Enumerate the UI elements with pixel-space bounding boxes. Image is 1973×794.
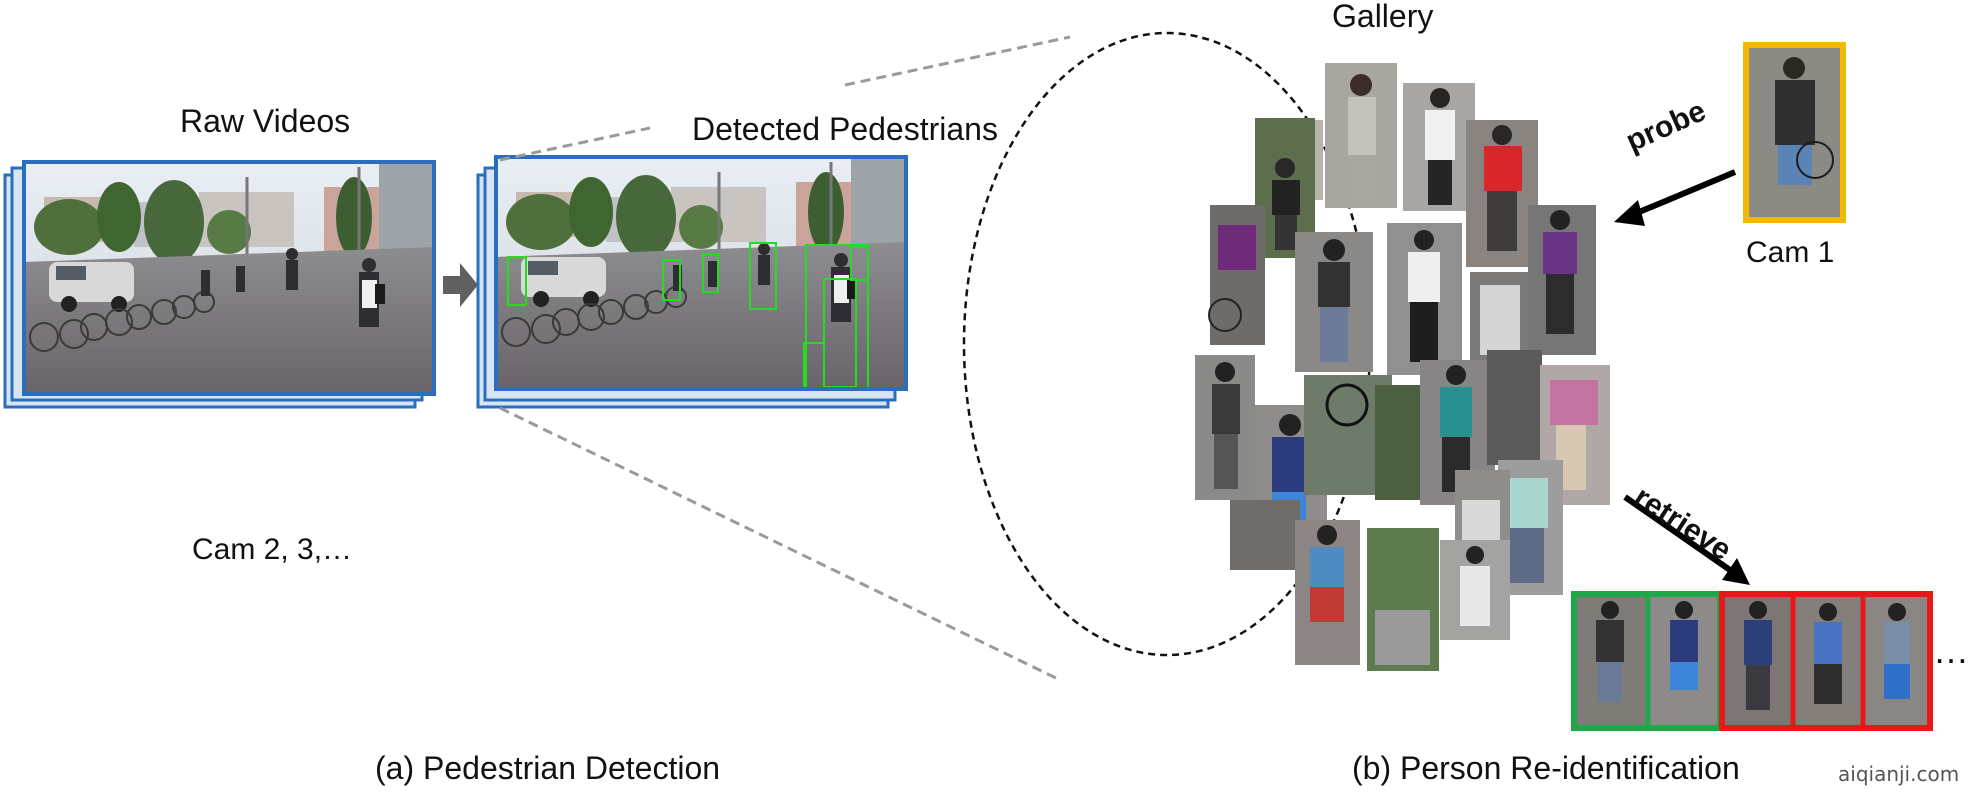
arrow-down-left-icon (1614, 169, 1737, 226)
gallery-crop (1403, 83, 1475, 211)
arrow-down-right-icon (1623, 494, 1750, 585)
retrieved-crop-rank-1 (1574, 594, 1648, 728)
more-results-ellipsis: … (1933, 630, 1969, 671)
cam1-label: Cam 1 (1746, 236, 1835, 269)
gallery-crop (1295, 232, 1373, 372)
detected-video-frame (494, 155, 908, 391)
gallery-crop (1367, 528, 1439, 671)
gallery-crop (1195, 355, 1255, 500)
detection-box (507, 256, 527, 306)
gallery-crop (1487, 350, 1542, 465)
caption-person-reid: (b) Person Re-identification (1352, 750, 1740, 786)
caption-pedestrian-detection: (a) Pedestrian Detection (375, 750, 721, 786)
gallery-crops (1195, 63, 1610, 671)
detected-video-stack (476, 155, 908, 409)
detection-box (702, 253, 719, 293)
retrieval-results (1571, 591, 1933, 731)
gallery-crop (1295, 520, 1360, 665)
raw-video-frame (22, 160, 436, 396)
raw-videos-label: Raw Videos (180, 103, 351, 139)
gallery-crop (1528, 205, 1596, 355)
retrieved-crop-rank-4 (1795, 594, 1862, 728)
retrieved-crop-rank-5 (1864, 594, 1930, 728)
gallery-crop (1440, 540, 1510, 640)
gallery-crop (1466, 120, 1538, 267)
gallery-crop (1387, 223, 1462, 375)
watermark: aiqianji.com (1838, 762, 1960, 786)
detection-box (850, 246, 869, 281)
zoom-lines (499, 35, 1071, 682)
detection-box (749, 242, 777, 310)
wrong-match-border (1719, 591, 1933, 731)
gallery-crop (1325, 63, 1397, 208)
retrieved-crop-rank-3 (1724, 594, 1793, 728)
probe-image (1743, 42, 1846, 223)
right-arrow-icon (443, 263, 478, 307)
gallery-crop (1230, 500, 1300, 570)
detected-pedestrians-label: Detected Pedestrians (692, 111, 998, 147)
gallery-label: Gallery (1332, 0, 1434, 34)
other-cams-label: Cam 2, 3,… (192, 533, 353, 566)
detection-box (662, 259, 681, 301)
gallery-crop (1208, 205, 1265, 345)
raw-video-stack (3, 160, 436, 409)
retrieved-crop-rank-2 (1648, 594, 1720, 728)
